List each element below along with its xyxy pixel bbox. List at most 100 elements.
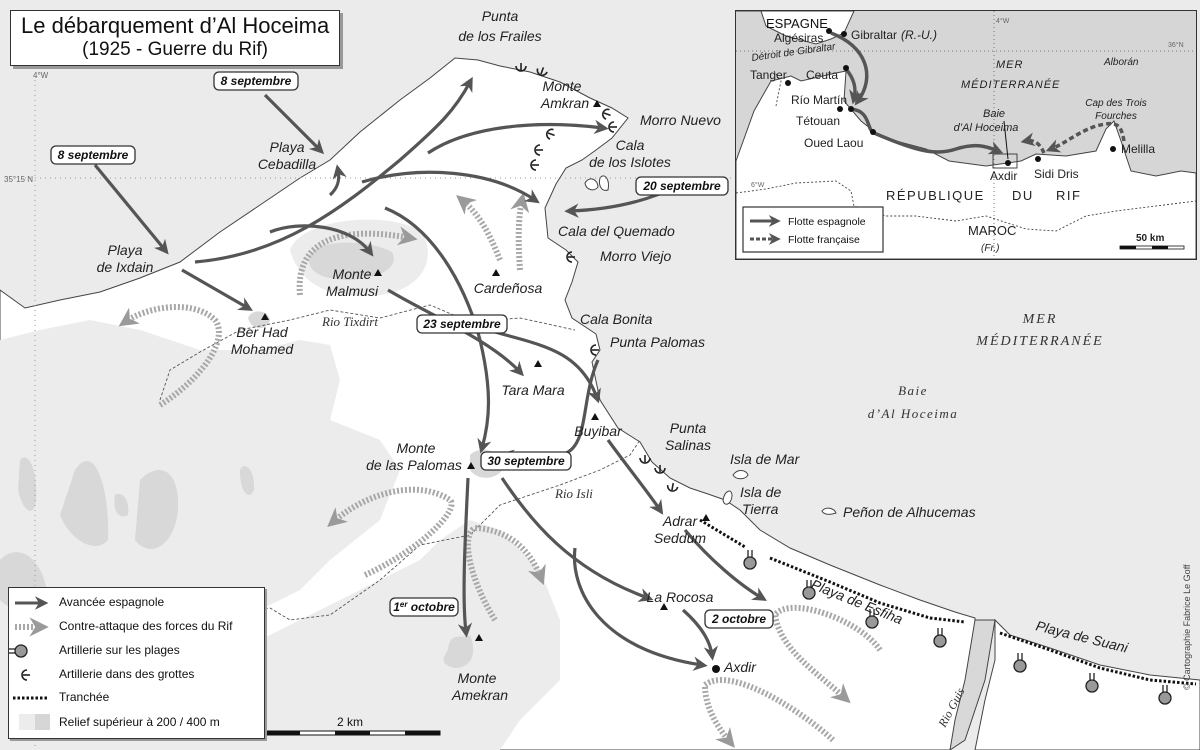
legend-symbols	[9, 596, 50, 730]
inset-legend-item: Flotte espagnole	[788, 216, 866, 228]
trenches	[699, 518, 1197, 686]
axdir-marker	[712, 665, 720, 673]
inset-label-gibraltar-name: Gibraltar	[851, 28, 897, 42]
advance-arrow	[606, 439, 664, 515]
label-rio-isli: Rio Isli	[554, 486, 593, 501]
advance-arrow	[328, 164, 347, 197]
label-punta-salinas: Punta	[670, 420, 707, 436]
label-monte-amekran: Monte	[458, 670, 497, 686]
inset-legend-item: Flotte française	[788, 234, 860, 246]
lon-label: 4°W	[33, 71, 49, 80]
inset-french-fleet	[1020, 121, 1126, 154]
svg-text:30 septembre: 30 septembre	[487, 454, 565, 468]
label-cala-islotes: de los Islotes	[589, 154, 671, 170]
lat-label: 35°15 N	[4, 175, 33, 184]
svg-text:20 septembre: 20 septembre	[642, 179, 721, 193]
date-tag: 8 septembre	[50, 145, 136, 165]
inset-map: ESPAGNE Algésiras Gibraltar(R.-U.) Détro…	[735, 10, 1197, 260]
label-ber-had: Ber Had	[236, 324, 289, 340]
label-cala-bonita: Cala Bonita	[580, 311, 653, 327]
inset-label-maroc-note: (Fr.)	[981, 243, 1000, 254]
inset-label-lat36: 36°N	[1168, 41, 1184, 49]
counter-attack-arrow	[118, 304, 222, 408]
label-cala-islotes: Cala	[616, 137, 645, 153]
label-adrar: Seddum	[654, 530, 706, 546]
svg-text:1er octobre: 1er octobre	[393, 600, 455, 614]
inset-label-baie: Baie	[983, 108, 1005, 120]
label-morro-nuevo: Morro Nuevo	[640, 112, 721, 128]
advance-arrow	[681, 608, 718, 661]
inset-label-axdir: Axdir	[990, 169, 1017, 183]
title-line2: (1925 - Guerre du Rif)	[82, 39, 269, 60]
rif-counter-attacks	[118, 192, 883, 748]
date-tag: 23 septembre	[416, 314, 508, 334]
label-playa-cebadilla: Cebadilla	[258, 156, 317, 172]
label-cala-quemado: Cala del Quemado	[558, 223, 675, 239]
advance-arrow	[427, 119, 609, 155]
inset-legend: Flotte espagnole Flotte française	[742, 206, 884, 253]
counter-attack-arrow	[771, 604, 883, 704]
label-isla-tierra: Tierra	[742, 501, 779, 517]
cave-gun-icon	[515, 62, 527, 72]
svg-text:8 septembre: 8 septembre	[58, 148, 129, 162]
inset-label-sidi-dris: Sidi Dris	[1034, 167, 1079, 181]
label-monte-amkran: Amkran	[540, 95, 589, 111]
label-punta-palomas: Punta Palomas	[610, 334, 705, 350]
label-punta-frailes: Punta	[482, 8, 519, 24]
label-baie: Baie	[898, 383, 928, 398]
label-punta-frailes: de los Frailes	[458, 28, 541, 44]
label-mer: MER	[1022, 312, 1058, 327]
inset-label-du: DU	[1012, 188, 1034, 203]
inset-scale-bar	[1119, 245, 1185, 250]
inset-label-rio-martin: Río Martín	[791, 93, 847, 107]
legend-item: Relief supérieur à 200 / 400 m	[59, 715, 220, 729]
advance-arrow	[269, 224, 374, 257]
counter-attack-arrow	[456, 195, 503, 262]
relief-400-swatch	[35, 714, 50, 730]
label-monte-amkran: Monte	[543, 78, 582, 94]
inset-label-maroc: MAROC	[968, 223, 1016, 238]
svg-text:23 septembre: 23 septembre	[422, 317, 501, 331]
inset-label-gibraltar-note: (R.-U.)	[901, 28, 937, 42]
label-monte-malmusi: Malmusi	[326, 283, 379, 299]
label-isla-mar: Isla de Mar	[730, 451, 801, 467]
svg-text:8 septembre: 8 septembre	[221, 74, 292, 88]
date-tag: 2 octobre	[704, 609, 774, 629]
inset-label-mer: MÉDITERRANÉE	[961, 78, 1060, 91]
label-monte-amekran: Amekran	[451, 687, 508, 703]
inset-label-ceuta: Ceuta	[806, 68, 838, 82]
label-monte-palomas: Monte	[397, 440, 436, 456]
advance-arrow	[683, 528, 767, 601]
label-la-rocosa: La Rocosa	[647, 589, 714, 605]
inset-map-svg: ESPAGNE Algésiras Gibraltar(R.-U.) Détro…	[736, 11, 1196, 259]
inset-label-melilla: Melilla	[1121, 142, 1155, 156]
advance-arrow	[361, 170, 540, 204]
inset-label-alboran: Alborán	[1103, 57, 1139, 68]
advance-arrow	[572, 547, 708, 671]
date-tags: 8 septembre 8 septembre 20 septembre 23 …	[50, 71, 774, 629]
advance-arrow	[263, 93, 325, 155]
legend-item: Artillerie sur les plages	[59, 643, 180, 657]
label-ber-had: Mohamed	[231, 341, 294, 357]
legend-item: Contre-attaque des forces du Rif	[59, 619, 233, 633]
label-buyibar: Buyibar	[574, 423, 623, 439]
scale-bar: 2 km	[264, 715, 441, 736]
inset-label-cap: Cap des Trois	[1085, 98, 1147, 109]
label-cardenosa: Cardeñosa	[474, 280, 543, 296]
svg-text:2 octobre: 2 octobre	[711, 612, 766, 626]
advance-arrow	[181, 268, 253, 311]
islands	[584, 175, 837, 515]
inset-label-algesiras: Algésiras	[774, 31, 823, 45]
counter-attack-arrow	[701, 677, 836, 748]
counter-attack-arrow	[465, 524, 546, 622]
label-tara-mara: Tara Mara	[501, 382, 565, 398]
legend-item: Tranchée	[59, 690, 110, 704]
cave-gun-icon	[21, 669, 31, 681]
summit-markers	[261, 100, 710, 641]
label-penon: Peñon de Alhucemas	[843, 504, 976, 520]
inset-spain	[736, 11, 855, 45]
inset-label-oued-laou: Oued Laou	[804, 136, 863, 150]
inset-scale-label: 50 km	[1136, 233, 1164, 244]
map-title: Le débarquement d’Al Hoceima (1925 - Gue…	[10, 10, 341, 66]
